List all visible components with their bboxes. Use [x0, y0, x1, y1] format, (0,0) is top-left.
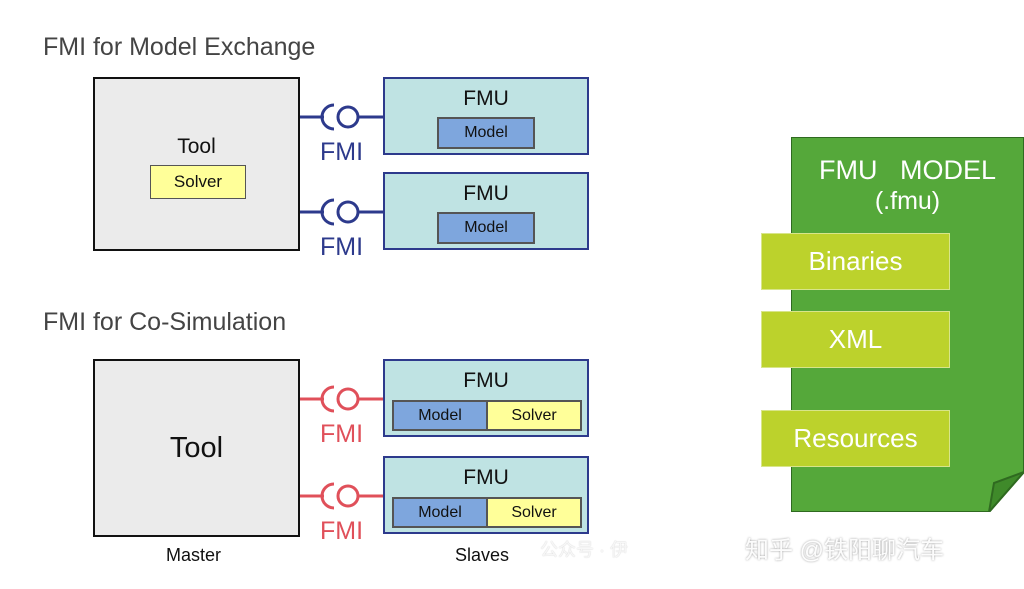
watermark-text: 知乎 @铁阳聊汽车 [745, 537, 945, 564]
watermark-faint: 公众号 · 伊 [540, 540, 628, 560]
cs-connector-2 [300, 482, 384, 510]
me-fmi-label-1: FMI [320, 138, 364, 166]
binaries-item: Binaries [761, 233, 950, 290]
me-tool-label: Tool [177, 135, 216, 158]
me-fmu-title-2: FMU [463, 182, 509, 205]
me-model-box-2: Model [437, 212, 535, 244]
cs-model-solver-box-1: Model Solver [392, 400, 582, 431]
me-model-box-1: Model [437, 117, 535, 149]
me-fmu-box-2: FMU Model [383, 172, 589, 250]
me-connectors [300, 103, 384, 226]
cs-fmi-label-1: FMI [320, 420, 364, 448]
me-fmu-box-1: FMU Model [383, 77, 589, 155]
cs-fmu-box-1: FMU Model Solver [383, 359, 589, 437]
cs-model-solver-box-2: Model Solver [392, 497, 582, 528]
resources-item: Resources [761, 410, 950, 467]
model-exchange-title: FMI for Model Exchange [43, 33, 316, 61]
cs-connectors [300, 385, 384, 510]
me-fmi-label-2: FMI [320, 233, 364, 261]
cs-fmu-title-1: FMU [463, 369, 509, 392]
me-connector-1 [300, 103, 384, 131]
cs-connector-1 [300, 385, 384, 413]
me-connector-2 [300, 198, 384, 226]
me-fmu-title-1: FMU [463, 87, 509, 110]
me-tool-box: Tool Solver [93, 77, 300, 251]
fmu-model-subtitle: (.fmu) [874, 187, 941, 215]
fmu-model-document: FMU MODEL (.fmu) Binaries XML Resources [761, 137, 1024, 512]
cs-fmu-box-2: FMU Model Solver [383, 456, 589, 534]
cs-fmu-title-2: FMU [463, 466, 509, 489]
cs-model-part-2: Model [394, 499, 488, 526]
cs-tool-label: Tool [169, 432, 224, 464]
co-simulation-title: FMI for Co-Simulation [43, 308, 287, 336]
me-solver-box: Solver [150, 165, 246, 199]
cs-fmi-label-2: FMI [320, 517, 364, 545]
cs-tool-box: Tool [93, 359, 300, 537]
xml-item: XML [761, 311, 950, 368]
fmu-model-title: FMU MODEL [818, 155, 996, 185]
folded-corner [987, 471, 1024, 512]
cs-model-part-1: Model [394, 402, 488, 429]
slaves-caption: Slaves [455, 545, 510, 565]
master-caption: Master [166, 545, 222, 565]
cs-solver-part-2: Solver [488, 499, 580, 526]
cs-solver-part-1: Solver [488, 402, 580, 429]
